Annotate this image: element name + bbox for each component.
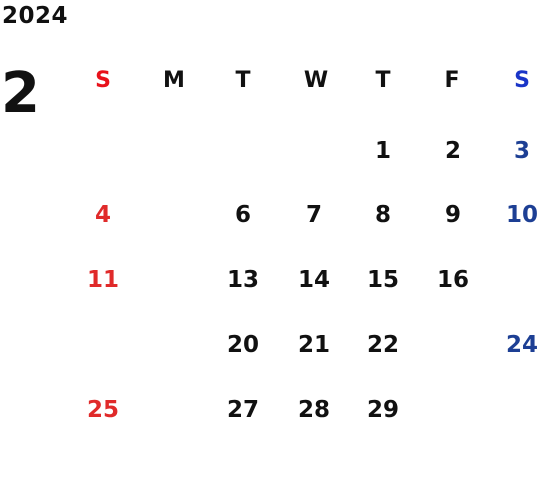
day-cell: 28 bbox=[297, 397, 330, 423]
day-cell: 22 bbox=[366, 332, 399, 358]
year-label: 2024 bbox=[2, 3, 69, 29]
day-cell: 1 bbox=[374, 138, 391, 164]
weekday-thursday: T bbox=[375, 68, 391, 93]
day-cell: 12 bbox=[146, 254, 198, 306]
weekday-saturday: S bbox=[514, 68, 530, 93]
day-cell: 5 bbox=[146, 189, 198, 241]
day-cell: 10 bbox=[505, 202, 538, 228]
day-cell: 11 bbox=[86, 267, 119, 293]
day-cell: 20 bbox=[226, 332, 259, 358]
weekday-friday: F bbox=[444, 68, 460, 93]
day-cell: 16 bbox=[436, 267, 469, 293]
day-cell: 18 bbox=[77, 319, 129, 371]
day-cell: 17 bbox=[496, 254, 548, 306]
day-cell: 8 bbox=[374, 202, 391, 228]
day-cell: 14 bbox=[297, 267, 330, 293]
day-cell: 2 bbox=[444, 138, 461, 164]
day-cell: 25 bbox=[86, 397, 119, 423]
day-cell: 9 bbox=[444, 202, 461, 228]
day-cell: 21 bbox=[297, 332, 330, 358]
day-cell: 13 bbox=[226, 267, 259, 293]
month-number: 2 bbox=[1, 61, 40, 126]
day-cell: 19 bbox=[146, 319, 198, 371]
day-cell: 24 bbox=[505, 332, 538, 358]
day-cell: 7 bbox=[305, 202, 322, 228]
weekday-tuesday: T bbox=[235, 68, 251, 93]
day-cell: 27 bbox=[226, 397, 259, 423]
weekday-monday: M bbox=[163, 68, 185, 93]
weekday-wednesday: W bbox=[303, 68, 329, 93]
day-cell: 23 bbox=[427, 319, 479, 371]
day-cell: 26 bbox=[146, 384, 198, 436]
day-cell: 3 bbox=[513, 138, 530, 164]
day-cell: 6 bbox=[234, 202, 251, 228]
weekday-sunday: S bbox=[95, 68, 111, 93]
day-cell: 29 bbox=[366, 397, 399, 423]
day-cell: 15 bbox=[366, 267, 399, 293]
day-cell: 4 bbox=[94, 202, 111, 228]
